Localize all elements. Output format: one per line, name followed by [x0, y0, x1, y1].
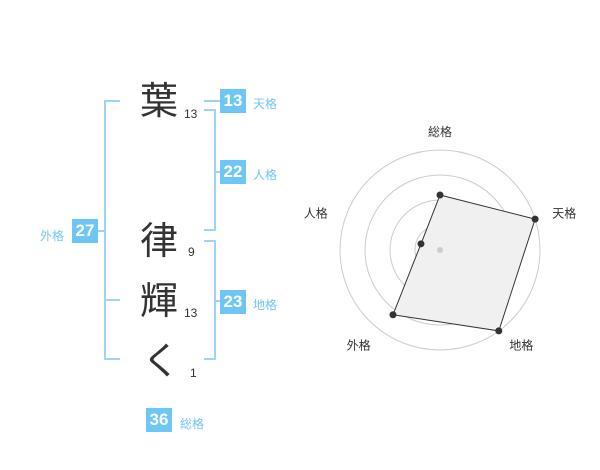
name-char-1: 葉	[140, 79, 179, 123]
gaikaku-connector	[98, 230, 106, 232]
chikaku-label: 地格	[253, 298, 278, 312]
radar-axis-label: 総格	[428, 124, 452, 139]
radar-point-総格	[436, 191, 444, 199]
radar-center-dot	[437, 247, 443, 253]
jinkaku-bracket-bottom	[204, 229, 216, 231]
gaikaku-bracket-mid	[104, 299, 120, 301]
chikaku-connector	[214, 300, 220, 302]
name-char-2: 律	[140, 219, 179, 263]
soukaku-label: 総格	[180, 417, 205, 431]
radar-axis-label: 天格	[552, 206, 576, 221]
name-char-3: 輝	[140, 279, 179, 323]
gaikaku-badge: 27	[72, 219, 98, 243]
jinkaku-bracket-top	[204, 109, 216, 111]
jinkaku-bracket-vertical	[214, 109, 216, 231]
stroke-count-3: 13	[184, 306, 198, 320]
radar-axis-label: 地格	[509, 337, 533, 352]
radar-points	[389, 191, 539, 335]
tenkaku-connector	[204, 100, 220, 102]
chikaku-bracket-top	[204, 240, 216, 242]
tenkaku-label: 天格	[253, 97, 278, 111]
stroke-count-4: 1	[190, 366, 197, 380]
stroke-count-1: 13	[184, 107, 198, 121]
gaikaku-label: 外格	[40, 229, 65, 243]
radar-axis-label: 人格	[304, 206, 328, 221]
chikaku-bracket-bottom	[204, 358, 216, 360]
gaikaku-bracket-top	[104, 100, 120, 102]
radar-point-外格	[389, 311, 397, 319]
radar-point-天格	[531, 215, 539, 223]
radar-axis-label: 外格	[347, 337, 371, 352]
chikaku-badge: 23	[220, 290, 246, 314]
gaikaku-bracket-bottom	[104, 358, 120, 360]
radar-polygon	[392, 194, 536, 332]
soukaku-badge: 36	[146, 408, 172, 432]
radar-ring-4	[339, 149, 541, 351]
stroke-count-2: 9	[188, 245, 195, 259]
jinkaku-connector	[214, 171, 220, 173]
radar-point-人格	[417, 240, 425, 248]
jinkaku-label: 人格	[253, 168, 278, 182]
name-char-4: く	[142, 339, 181, 383]
radar-point-地格	[495, 327, 503, 335]
jinkaku-badge: 22	[220, 160, 246, 184]
tenkaku-badge: 13	[220, 89, 246, 113]
